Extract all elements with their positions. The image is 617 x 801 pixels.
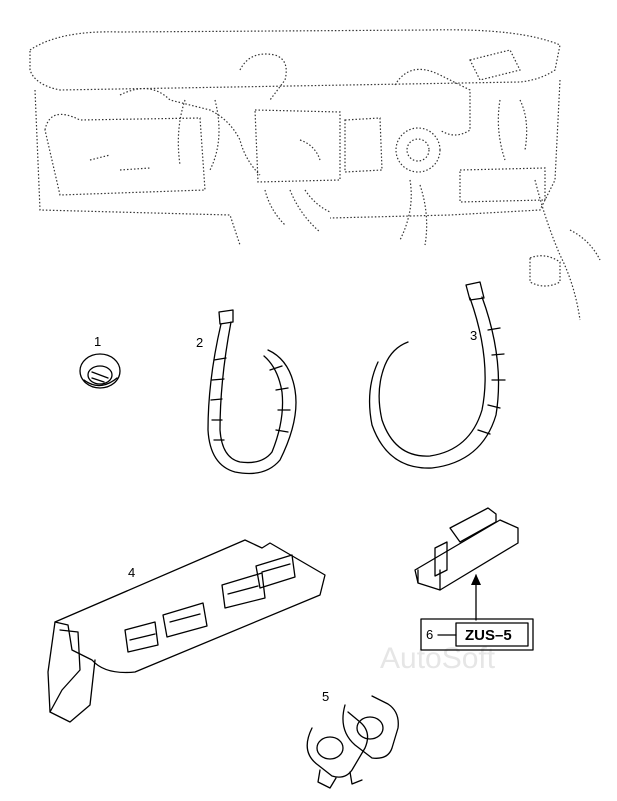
callout-2: 2 xyxy=(196,335,203,350)
part-code-box xyxy=(420,618,534,651)
clip-holder-part xyxy=(306,695,399,789)
bracket-part xyxy=(47,539,326,723)
grommet-part xyxy=(79,353,121,389)
cable-tie-part xyxy=(207,309,297,475)
callout-6: 6 xyxy=(426,627,433,642)
callout-1: 1 xyxy=(94,334,101,349)
instrument-panel-illustration xyxy=(29,29,601,321)
kit-component-part xyxy=(414,507,519,621)
part-code: ZUS–5 xyxy=(465,627,512,644)
callout-4: 4 xyxy=(128,565,135,580)
callout-5: 5 xyxy=(322,689,329,704)
cable-tie-part xyxy=(368,281,506,469)
watermark: AutoSoft xyxy=(380,642,496,675)
callout-3: 3 xyxy=(470,328,477,343)
